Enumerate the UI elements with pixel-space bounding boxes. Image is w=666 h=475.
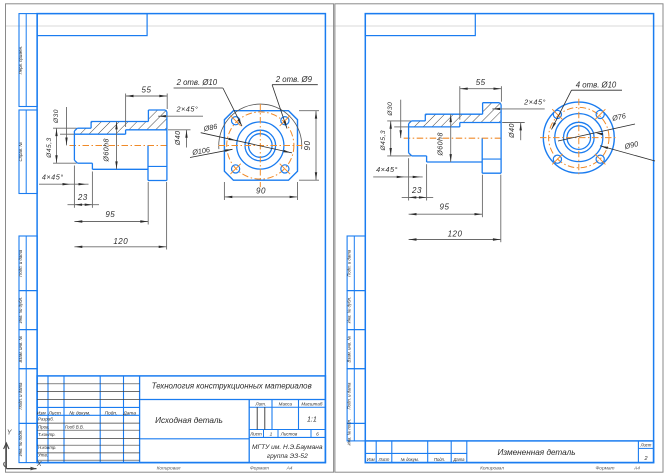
svg-text:4 отв. Ø10: 4 отв. Ø10 [576,80,617,89]
svg-text:Подп.: Подп. [434,457,445,462]
svg-text:Копировал: Копировал [157,466,181,472]
svg-text:Лист: Лист [640,443,652,448]
svg-text:Подп. и дата: Подп. и дата [18,382,23,410]
svg-text:Подп. и дата: Подп. и дата [346,249,351,277]
svg-text:Технология конструкционных мат: Технология конструкционных материалов [152,382,312,391]
svg-text:Лист: Лист [249,431,262,436]
svg-text:Перв. примен.: Перв. примен. [18,46,23,75]
svg-text:Ø106: Ø106 [191,145,212,157]
svg-text:Инв. № дубл.: Инв. № дубл. [18,297,23,323]
svg-text:2 отв. Ø9: 2 отв. Ø9 [275,75,313,84]
svg-text:Н.контр.: Н.контр. [38,445,57,450]
svg-text:4×45°: 4×45° [42,172,64,181]
svg-text:Инв. № дубл.: Инв. № дубл. [346,297,351,323]
svg-text:Подп. и дата: Подп. и дата [346,382,351,410]
svg-text:Измененная деталь: Измененная деталь [497,448,575,457]
svg-text:120: 120 [113,237,128,246]
svg-text:Ø86: Ø86 [202,122,219,134]
svg-text:Ø30: Ø30 [53,109,60,124]
svg-text:№ докум.: № докум. [400,457,418,462]
svg-text:Ø40: Ø40 [175,130,182,146]
svg-text:Формат: Формат [595,466,614,472]
svg-text:Инв. № подл.: Инв. № подл. [346,419,351,446]
svg-text:Утв.: Утв. [38,453,48,458]
svg-text:Разраб.: Разраб. [38,417,54,422]
svg-text:55: 55 [476,78,486,87]
svg-text:2 отв. Ø10: 2 отв. Ø10 [176,78,218,87]
svg-text:Ø40: Ø40 [509,123,516,139]
svg-text:23: 23 [77,193,88,202]
svg-text:Справ. №: Справ. № [18,142,23,162]
svg-text:Взам. инв. №: Взам. инв. № [18,336,23,363]
svg-text:Подп.: Подп. [105,410,118,416]
svg-text:95: 95 [440,203,450,212]
svg-text:Изм: Изм [367,457,375,462]
svg-text:Пров.: Пров. [38,424,50,429]
svg-text:Ø60h8: Ø60h8 [438,132,445,157]
svg-text:Ø45,3: Ø45,3 [380,130,387,151]
svg-text:1:1: 1:1 [307,417,317,424]
svg-text:Дата: Дата [122,410,136,416]
svg-text:Подп. и дата: Подп. и дата [18,249,23,277]
svg-text:Исходная деталь: Исходная деталь [155,416,223,425]
svg-text:Инв. № подл.: Инв. № подл. [18,430,23,457]
svg-text:1: 1 [270,431,273,437]
svg-text:Листов: Листов [280,431,298,436]
svg-text:Т.контр.: Т.контр. [38,432,56,437]
svg-text:4×45°: 4×45° [376,165,398,174]
svg-text:А4: А4 [633,466,640,472]
svg-text:X: X [36,461,42,468]
svg-text:Копировал: Копировал [480,466,504,472]
svg-text:Ø76: Ø76 [610,111,627,123]
svg-text:95: 95 [105,210,115,219]
svg-text:группа ЭЗ-52: группа ЭЗ-52 [267,453,308,460]
svg-text:Лит.: Лит. [255,402,267,407]
svg-text:Лист: Лист [378,457,390,462]
svg-text:№ докум.: № докум. [69,410,90,416]
svg-text:А4: А4 [286,466,293,472]
svg-text:6: 6 [316,431,319,437]
svg-text:Ø45,3: Ø45,3 [46,137,53,158]
svg-text:90: 90 [256,186,266,195]
svg-text:2: 2 [643,456,647,462]
svg-text:55: 55 [142,85,152,94]
svg-text:Изм: Изм [37,410,47,416]
svg-text:Взам. инв. №: Взам. инв. № [346,336,351,363]
svg-text:Ø90: Ø90 [623,139,640,151]
svg-text:120: 120 [448,230,463,239]
svg-text:Дата: Дата [452,457,465,462]
svg-text:23: 23 [411,186,422,195]
svg-text:Гооб В.В.: Гооб В.В. [65,424,84,429]
svg-text:Формат: Формат [250,466,269,472]
svg-text:Ø30: Ø30 [387,102,394,117]
svg-text:Ø60h8: Ø60h8 [104,138,111,163]
svg-text:Y: Y [7,430,13,437]
svg-text:2×45°: 2×45° [175,105,198,114]
svg-text:Масса: Масса [279,402,293,407]
svg-text:МГТУ им. Н.Э.Баумана: МГТУ им. Н.Э.Баумана [252,444,323,451]
svg-text:Масштаб: Масштаб [301,402,322,407]
svg-text:Лист: Лист [48,410,61,416]
svg-text:90: 90 [303,141,312,151]
svg-text:2×45°: 2×45° [523,97,546,106]
